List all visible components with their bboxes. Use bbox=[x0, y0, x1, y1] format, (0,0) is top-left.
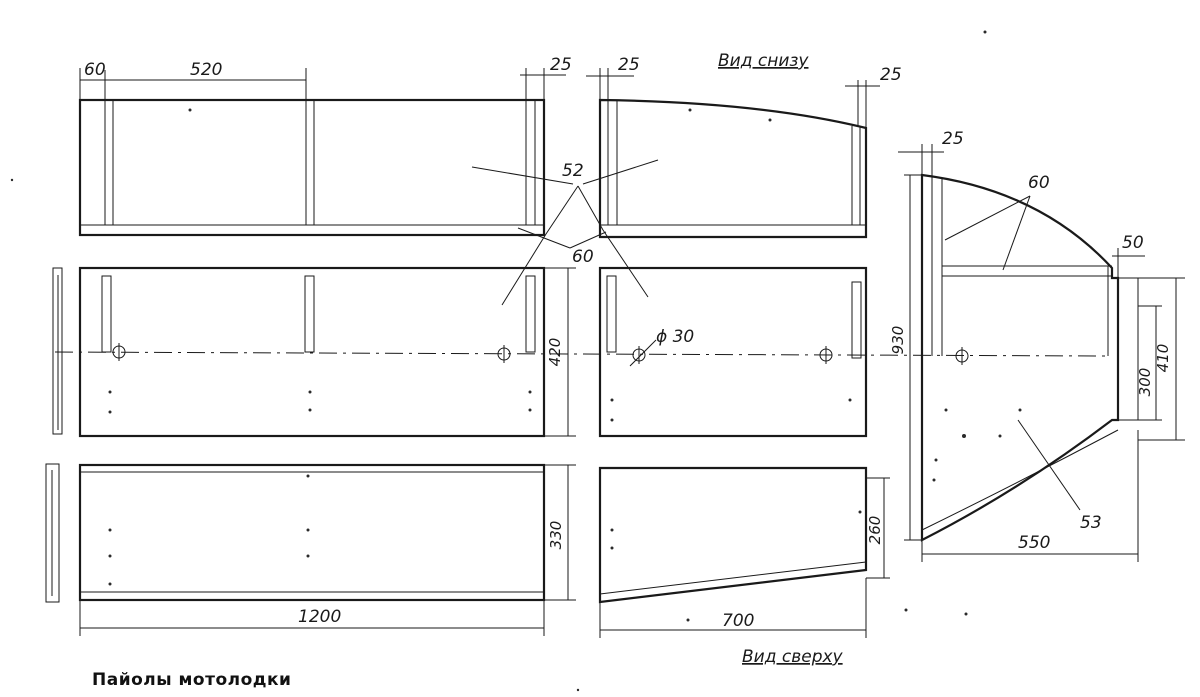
dim-330: 330 bbox=[547, 521, 565, 550]
dim-hole-diameter: ϕ 30 bbox=[656, 327, 694, 347]
callout-52: 52 bbox=[562, 161, 584, 181]
dim-930: 930 bbox=[889, 326, 907, 355]
long-board-frame-view bbox=[78, 98, 546, 237]
callout-60-left: 60 bbox=[572, 247, 594, 267]
dim-60: 60 bbox=[84, 60, 106, 80]
bow-board-view: 25 50 930 410 300 550 bbox=[889, 129, 1185, 562]
dim-25-right: 25 bbox=[880, 65, 902, 85]
dim-420: 420 bbox=[546, 338, 564, 367]
dim-25-left: 25 bbox=[550, 55, 572, 75]
view-label-top: Вид сверху bbox=[742, 647, 844, 667]
dim-700: 700 bbox=[722, 611, 754, 631]
mid-board-frame-view: 25 25 Вид снизу bbox=[586, 51, 902, 239]
dim-260: 260 bbox=[866, 516, 884, 545]
dim-300: 300 bbox=[1136, 368, 1154, 397]
dim-550: 550 bbox=[1018, 533, 1050, 553]
dim-410: 410 bbox=[1154, 344, 1172, 373]
dim-1200: 1200 bbox=[298, 607, 341, 627]
callout-53: 53 bbox=[1080, 513, 1102, 533]
callouts: 52 60 60 53 bbox=[471, 159, 1102, 533]
mid-board-bottom-view: 260 700 Вид сверху bbox=[598, 466, 890, 667]
dim-25-mid: 25 bbox=[618, 55, 640, 75]
view-label-bottom: Вид снизу bbox=[718, 51, 809, 71]
rivet-dots bbox=[10, 30, 1022, 692]
dim-50: 50 bbox=[1122, 233, 1144, 253]
dim-25-bow: 25 bbox=[942, 129, 964, 149]
axis-and-holes: ϕ 30 bbox=[54, 327, 1111, 367]
callout-60-right: 60 bbox=[1028, 173, 1050, 193]
dim-520: 520 bbox=[190, 60, 222, 80]
long-board-top-dims: 60 520 25 bbox=[79, 55, 572, 100]
mid-board-plan-view bbox=[598, 266, 868, 438]
long-board-bottom-view: 330 1200 bbox=[78, 463, 576, 636]
drawing-caption: Пайолы мотолодки bbox=[92, 670, 292, 690]
long-board-side-section bbox=[45, 267, 63, 603]
